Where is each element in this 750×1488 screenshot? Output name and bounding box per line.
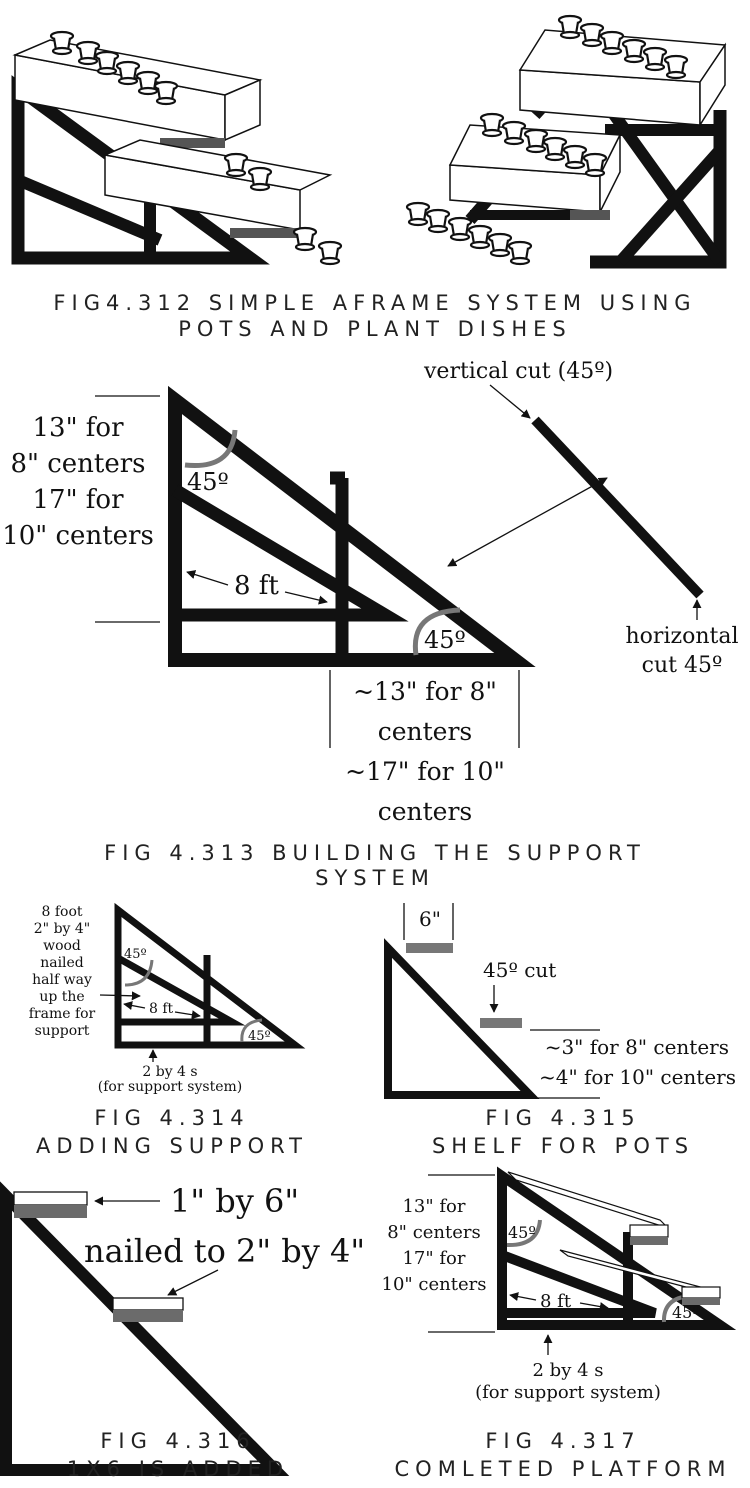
- fig315-spacing-2: ~4" for 10" centers: [539, 1065, 736, 1089]
- fig317-height-label-1: 13" for: [402, 1196, 465, 1217]
- fig316-mid-board: [112, 1297, 184, 1311]
- fig314-width-label: 8 ft: [149, 1001, 174, 1017]
- fig317-caption-line2: COMLETED PLATFORM: [395, 1457, 732, 1481]
- fig317-caption-line1: FIG 4.317: [485, 1429, 640, 1453]
- fig313-base-label-1: ~13" for 8": [353, 677, 497, 706]
- fig314-note-4: nailed: [40, 955, 84, 971]
- fig317-height-label-2: 8" centers: [387, 1222, 481, 1243]
- fig314-note-5: half way: [32, 972, 92, 988]
- fig313-base-label-2: centers: [378, 717, 473, 746]
- fig314-note-6: up the: [39, 989, 84, 1005]
- fig315-cut-label: 45º cut: [483, 958, 556, 982]
- fig312-caption-line2: POTS AND PLANT DISHES: [178, 317, 571, 341]
- fig315-spacing-1: ~3" for 8" centers: [545, 1035, 729, 1059]
- fig316-top-support: [14, 1205, 87, 1218]
- fig314-caption-line1: FIG 4.314: [94, 1106, 249, 1130]
- fig312-caption-line1: FIG4.312 SIMPLE AFRAME SYSTEM USING: [53, 291, 696, 315]
- fig313-width-arrow-right: [284, 591, 328, 605]
- fig314-frame: [114, 902, 306, 1049]
- fig313-horizontal-cut-2: cut 45º: [642, 653, 723, 678]
- fig314-note-7: frame for: [29, 1006, 96, 1022]
- fig316-frame: [0, 1181, 290, 1476]
- fig317-width-label: 8 ft: [540, 1291, 572, 1312]
- fig315-caption-line1: FIG 4.315: [485, 1106, 640, 1130]
- fig314-note-1: 8 foot: [41, 904, 82, 920]
- fig314-angle-bottom: 45º: [248, 1029, 271, 1044]
- fig315-shelf-top: [406, 943, 453, 953]
- fig313-horizontal-cut-1: horizontal: [626, 624, 739, 649]
- fig316-nail-arrow: [167, 1269, 219, 1296]
- fig314-note-arrow: [99, 991, 141, 1001]
- fig313-height-label-4: 10" centers: [2, 521, 154, 551]
- fig316-caption-line1: FIG 4.316: [100, 1429, 255, 1453]
- fig314-base-label-1: 2 by 4 s: [142, 1064, 197, 1080]
- fig316-top-board: [13, 1191, 88, 1206]
- fig313-angle-bottom: 45º: [424, 626, 466, 654]
- fig313-cut-arrow: [447, 477, 608, 567]
- fig317-base-label-1: 2 by 4 s: [533, 1360, 604, 1381]
- fig313-caption-line1: FIG 4.313 BUILDING THE SUPPORT: [104, 841, 646, 865]
- fig313-angle-top: 45º: [187, 468, 229, 496]
- fig314-caption-line2: ADDING SUPPORT: [36, 1134, 308, 1158]
- fig316-mid-support: [113, 1310, 183, 1322]
- fig314-note-3: wood: [43, 938, 81, 954]
- fig317-base-label-2: (for support system): [475, 1382, 661, 1403]
- fig317-frame: [497, 1166, 737, 1330]
- fig312-left-structure: [11, 30, 343, 266]
- fig314-angle-top: 45º: [124, 947, 147, 962]
- fig313-angle-arc-bottom: [412, 607, 461, 656]
- fig313-frame: [168, 385, 536, 667]
- fig313-vertical-cut-arrow: [489, 384, 531, 419]
- fig313-base-label-3: ~17" for 10": [345, 757, 505, 786]
- fig317-width-arrow-right: [579, 1302, 609, 1312]
- fig315-caption-line2: SHELF FOR POTS: [432, 1134, 694, 1158]
- fig315-top-label: 6": [419, 907, 441, 931]
- fig317-height-label-4: 10" centers: [382, 1274, 487, 1295]
- fig317-angle-bottom: 45º: [672, 1303, 700, 1322]
- fig313-angle-arc-top: [184, 429, 238, 469]
- fig314-width-arrow-left: [123, 1001, 146, 1011]
- fig312-right-structure: [405, 14, 727, 269]
- fig316-nail-label: nailed to 2" by 4": [84, 1232, 365, 1270]
- fig317-width-arrow-left: [509, 1292, 537, 1302]
- fig313-width-label: 8 ft: [234, 571, 279, 601]
- fig313-height-label-2: 8" centers: [10, 449, 145, 479]
- fig313-height-label-3: 17" for: [32, 485, 124, 515]
- fig314-note-8: support: [35, 1023, 90, 1039]
- fig316-caption-line2: 1X6 IS ADDED: [67, 1457, 289, 1481]
- fig314-base-label-2: (for support system): [98, 1079, 242, 1095]
- fig312-upper-shelf: [12, 39, 263, 148]
- fig313-cut-board: [531, 416, 704, 599]
- fig314-note-2: 2" by 4": [34, 921, 90, 937]
- fig317-height-label-3: 17" for: [402, 1248, 465, 1269]
- fig315-frame: [384, 938, 540, 1099]
- fig313-vertical-cut: vertical cut (45º): [423, 359, 613, 384]
- fig314-width-arrow-right: [174, 1010, 201, 1020]
- fig313-width-arrow-left: [186, 570, 229, 586]
- fig313-height-label-1: 13" for: [32, 413, 124, 443]
- fig313-base-label-4: centers: [378, 797, 473, 826]
- fig316-board-label: 1" by 6": [170, 1182, 299, 1220]
- fig312-lower-shelf: [102, 139, 333, 238]
- fig315-shelf-mid: [480, 1018, 522, 1028]
- fig313-caption-line2: SYSTEM: [315, 866, 435, 890]
- fig317-angle-top: 45º: [508, 1223, 536, 1242]
